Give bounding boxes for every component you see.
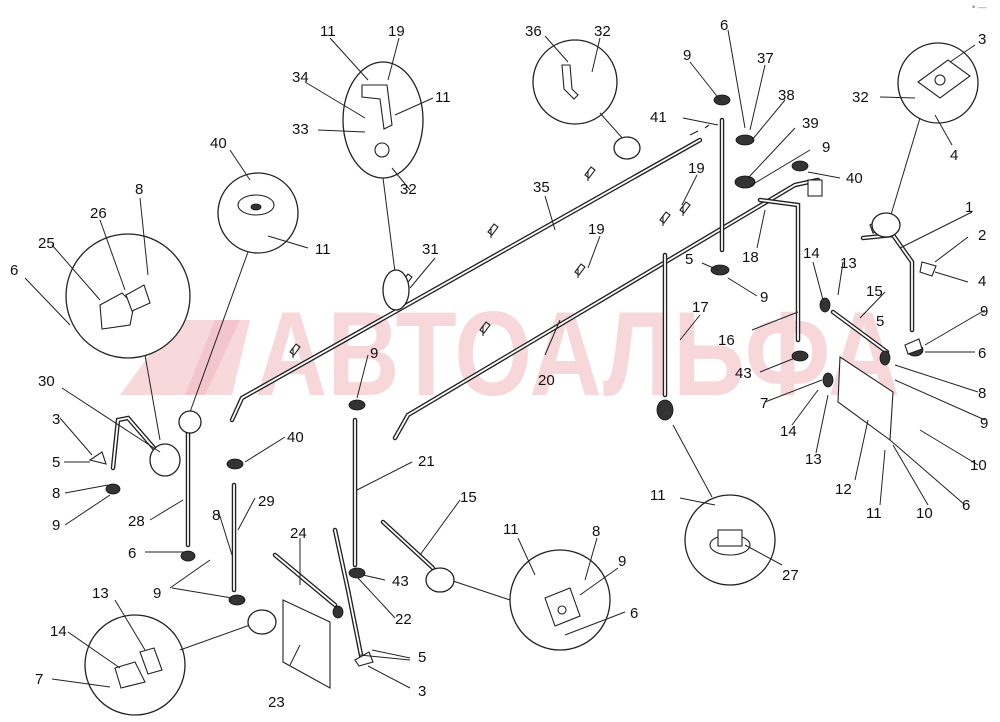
callout-label: 39 — [802, 115, 819, 132]
callout-label: 9 — [153, 585, 161, 602]
callout-label: 8 — [212, 507, 220, 524]
callout-label: 9 — [822, 139, 830, 156]
rods — [110, 117, 915, 663]
callout-label: 11 — [650, 487, 666, 504]
callout-label: 38 — [778, 87, 795, 104]
callout-label: 9 — [760, 289, 768, 306]
callout-label: 5 — [685, 251, 693, 268]
callout-label: 7 — [35, 671, 43, 688]
callout-label: 9 — [618, 553, 626, 570]
callout-label: 10 — [916, 505, 933, 522]
callout-label: 2 — [978, 227, 986, 244]
callout-label: 10 — [970, 457, 987, 474]
callout-label: 1 — [965, 199, 973, 216]
callout-label: 5 — [52, 454, 60, 471]
callout-label: 13 — [805, 451, 822, 468]
callout-label: 31 — [422, 241, 439, 258]
callout-label: 14 — [803, 245, 820, 262]
callout-label: 19 — [388, 23, 405, 40]
callout-label: 40 — [210, 135, 227, 152]
callout-label: 9 — [52, 517, 60, 534]
callout-label: 12 — [835, 481, 852, 498]
callout-label: 6 — [720, 17, 728, 34]
callout-label: 19 — [588, 221, 605, 238]
callout-label: 43 — [735, 365, 752, 382]
callout-label: 8 — [52, 485, 60, 502]
callout-label: 27 — [782, 567, 799, 584]
callout-label: 5 — [876, 313, 884, 330]
callout-label: 40 — [287, 429, 304, 446]
callout-label: 29 — [258, 493, 275, 510]
callout-label: 30 — [38, 373, 55, 390]
callout-label: 3 — [978, 31, 986, 48]
callout-label: 9 — [683, 47, 691, 64]
callout-label: 17 — [692, 299, 709, 316]
callout-label: 32 — [400, 181, 417, 198]
callout-label: 33 — [292, 121, 309, 138]
callout-label: 11 — [866, 505, 882, 522]
detail-hook-36 — [532, 39, 618, 125]
callout-label: 37 — [757, 50, 774, 67]
callout-label: 9 — [980, 415, 988, 432]
callout-label: 35 — [533, 179, 550, 196]
callout-label: 3 — [52, 411, 60, 428]
callout-label: 11 — [503, 521, 519, 538]
callout-label: 32 — [852, 89, 869, 106]
callout-label: 16 — [718, 332, 735, 349]
callout-label: 6 — [10, 262, 18, 279]
callout-label: 18 — [742, 249, 759, 266]
callout-label: 5 — [418, 649, 426, 666]
callout-label: 13 — [840, 255, 857, 272]
callout-label: 6 — [630, 605, 638, 622]
callout-label: 15 — [866, 283, 883, 300]
callout-label: 24 — [290, 525, 307, 542]
callout-label: 3 — [418, 683, 426, 700]
callout-label: 40 — [846, 170, 863, 187]
callout-label: 6 — [128, 545, 136, 562]
callout-label: 7 — [760, 395, 768, 412]
callout-label: 23 — [268, 694, 285, 711]
callout-label: 34 — [292, 69, 309, 86]
callout-label: 28 — [128, 513, 145, 530]
callout-labels: 11 19 34 11 33 32 36 32 9 6 37 38 41 39 … — [10, 17, 988, 711]
callout-label: 41 — [650, 109, 667, 126]
callout-label: 13 — [92, 585, 109, 602]
callout-label: 21 — [418, 453, 435, 470]
callout-label: 36 — [525, 23, 542, 40]
callout-label: 22 — [395, 611, 412, 628]
callout-label: 25 — [38, 235, 55, 252]
leader-lines — [24, 29, 986, 689]
callout-label: 26 — [90, 205, 107, 222]
callout-label: 4 — [950, 147, 958, 164]
callout-label: 9 — [370, 345, 378, 362]
callout-label: 43 — [392, 573, 409, 590]
callout-label: 11 — [320, 23, 336, 40]
callout-label: 14 — [50, 623, 67, 640]
plates — [282, 356, 894, 689]
plate-23 — [282, 599, 331, 689]
callout-label: 6 — [978, 345, 986, 362]
callout-label: 4 — [978, 273, 986, 290]
callout-label: 20 — [538, 372, 555, 389]
callout-label: 8 — [135, 181, 143, 198]
callout-label: 11 — [315, 241, 331, 258]
callout-label: 8 — [592, 523, 600, 540]
callout-label: 15 — [460, 489, 477, 506]
callout-label: 14 — [780, 423, 797, 440]
callout-label: 8 — [978, 385, 986, 402]
corner-mark: • — — [972, 2, 987, 12]
callout-label: 11 — [435, 89, 451, 106]
callout-label: 6 — [962, 497, 970, 514]
detail-circles — [65, 39, 979, 716]
callout-label: 32 — [594, 23, 611, 40]
callout-label: 19 — [688, 160, 705, 177]
callout-label: 9 — [980, 303, 988, 320]
